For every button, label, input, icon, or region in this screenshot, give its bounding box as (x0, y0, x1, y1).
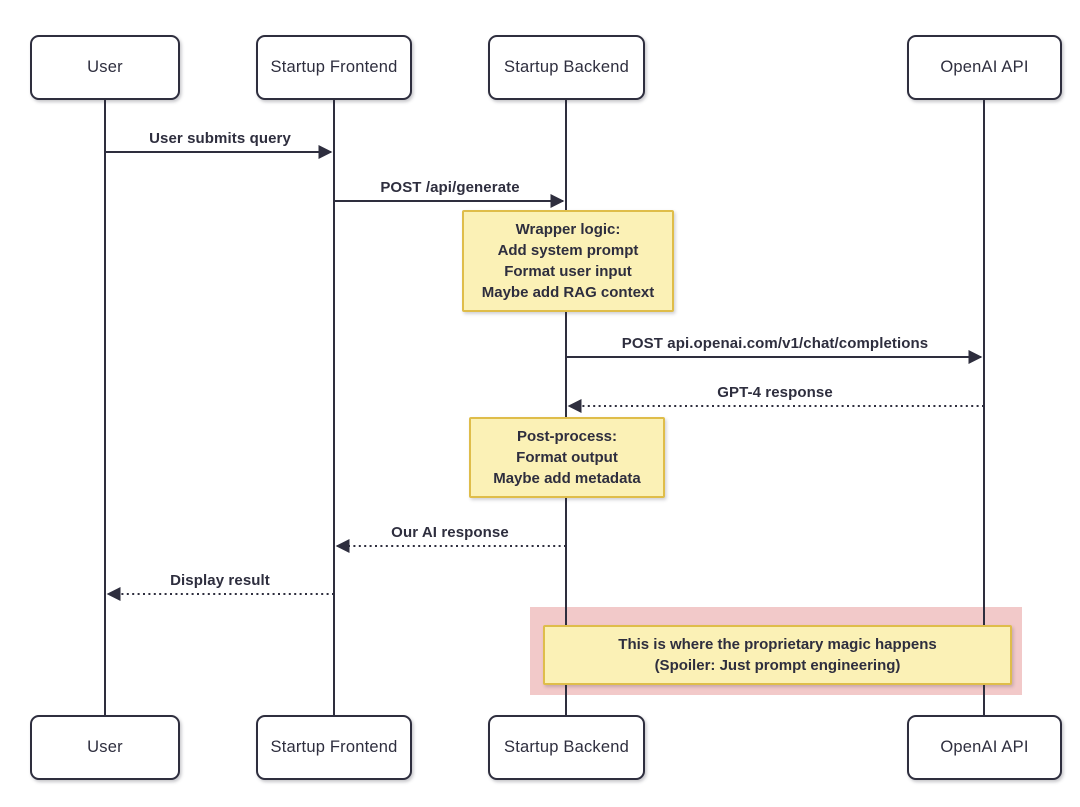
actor-label-openai-api: OpenAI API (940, 738, 1029, 756)
actor-box-openai-api-bottom: OpenAI API (907, 715, 1062, 780)
actor-label-user: User (87, 738, 123, 756)
actor-label-startup-frontend: Startup Frontend (270, 738, 398, 756)
actor-box-startup-frontend-top: Startup Frontend (256, 35, 412, 100)
actor-label-startup-backend: Startup Backend (504, 738, 629, 756)
actor-label-openai-api: OpenAI API (940, 58, 1029, 76)
actor-box-user-bottom: User (30, 715, 180, 780)
actor-box-startup-backend-bottom: Startup Backend (488, 715, 645, 780)
actor-label-user: User (87, 58, 123, 76)
actor-box-startup-backend-top: Startup Backend (488, 35, 645, 100)
note-wrapper-logic: Wrapper logic: Add system prompt Format … (462, 210, 674, 312)
message-label-our-ai-response: Our AI response (391, 524, 509, 541)
actor-box-user-top: User (30, 35, 180, 100)
message-label-user-submits-query: User submits query (149, 130, 291, 147)
message-label-display-result: Display result (170, 572, 270, 589)
actor-label-startup-frontend: Startup Frontend (270, 58, 398, 76)
message-label-gpt4-response: GPT-4 response (717, 384, 833, 401)
note-proprietary-magic: This is where the proprietary magic happ… (543, 625, 1012, 685)
actor-box-startup-frontend-bottom: Startup Frontend (256, 715, 412, 780)
note-post-process: Post-process: Format output Maybe add me… (469, 417, 665, 498)
message-label-post-api-generate: POST /api/generate (380, 179, 520, 196)
actor-label-startup-backend: Startup Backend (504, 58, 629, 76)
message-label-post-openai-completions: POST api.openai.com/v1/chat/completions (621, 335, 929, 352)
actor-box-openai-api-top: OpenAI API (907, 35, 1062, 100)
